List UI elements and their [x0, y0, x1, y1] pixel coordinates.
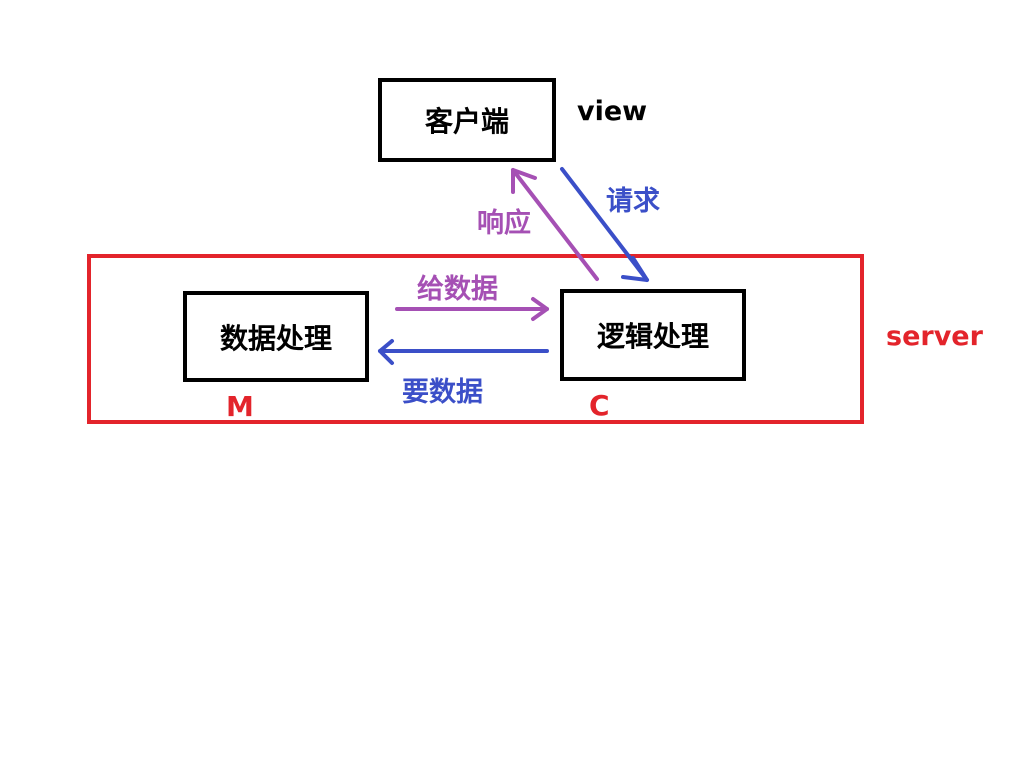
request-label: 请求	[606, 186, 660, 217]
give-data-arrow	[395, 297, 549, 321]
server-annotation: server	[886, 321, 983, 352]
view-annotation: view	[577, 96, 648, 127]
request-arrow	[560, 167, 649, 282]
data-processing-label: 数据处理	[219, 321, 332, 355]
want-data-label: 要数据	[402, 377, 483, 408]
model-annotation: M	[226, 390, 254, 423]
give-data-label: 给数据	[417, 274, 498, 305]
controller-annotation: C	[589, 389, 610, 422]
data-processing-box: 数据处理	[183, 291, 369, 382]
response-arrow	[511, 168, 599, 281]
response-label: 响应	[477, 208, 531, 239]
client-label: 客户端	[424, 105, 509, 138]
client-box: 客户端	[378, 78, 556, 162]
logic-processing-label: 逻辑处理	[596, 320, 709, 353]
logic-processing-box: 逻辑处理	[560, 289, 746, 381]
want-data-arrow	[378, 339, 549, 365]
server-boundary	[87, 254, 864, 424]
